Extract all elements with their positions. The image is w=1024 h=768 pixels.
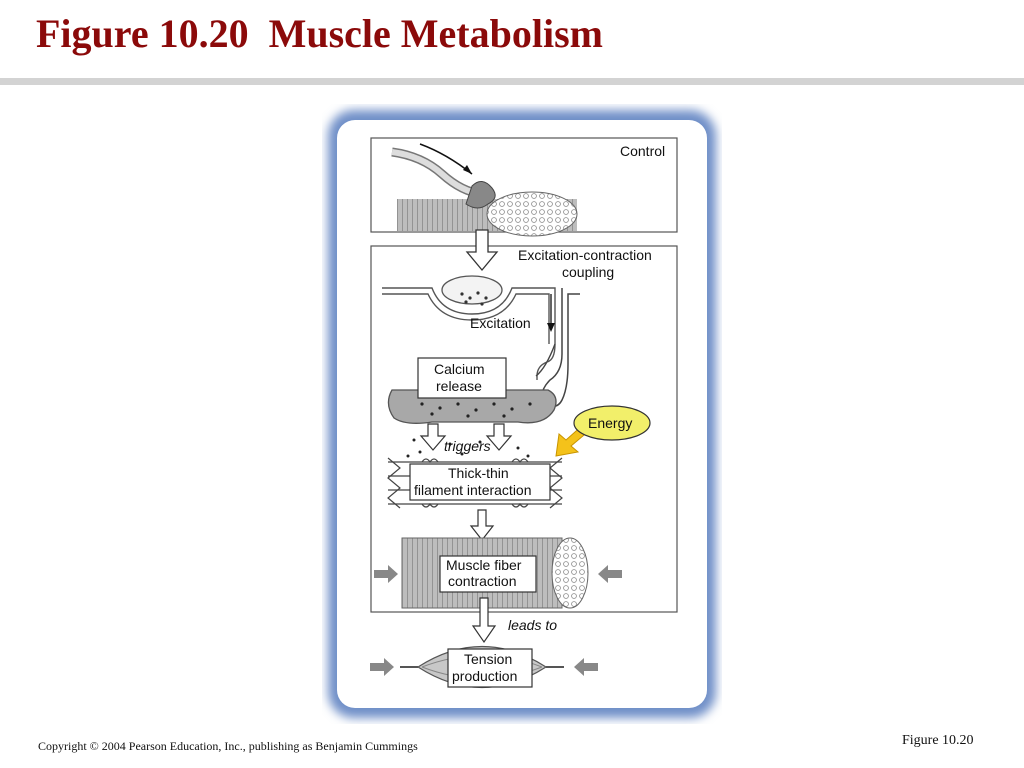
down-arrow-tension xyxy=(471,597,497,644)
thick-thin-label-line1: Thick-thin xyxy=(448,465,509,481)
thick-thin-box xyxy=(409,463,551,501)
tension-label-line1: Tension xyxy=(464,651,512,667)
ec-coupling-label-line2: coupling xyxy=(562,264,614,280)
calcium-release-arrows xyxy=(406,423,530,458)
tension-label-line2: production xyxy=(452,668,517,684)
leads-to-label: leads to xyxy=(508,617,557,633)
tension-production-box xyxy=(447,648,533,688)
copyright-notice: Copyright © 2004 Pearson Education, Inc.… xyxy=(38,739,418,753)
triggers-label: triggers xyxy=(444,438,491,454)
ec-coupling-label-line1: Excitation-contraction xyxy=(518,247,652,263)
nerve-fiber-illustration xyxy=(391,143,578,237)
fiber-label-line1: Muscle fiber xyxy=(446,557,522,573)
energy-bubble xyxy=(573,405,651,441)
calcium-release-box xyxy=(417,357,507,399)
down-arrow-control xyxy=(465,229,499,272)
excitation-label: Excitation xyxy=(470,315,531,331)
muscle-metabolism-diagram: Control Excitation-contraction coupling … xyxy=(328,110,716,718)
figure-label: Figure 10.20 xyxy=(902,733,974,748)
title-divider xyxy=(0,78,1024,85)
thick-thin-label-line2: filament interaction xyxy=(414,482,532,498)
slide-title: Figure 10.20 Muscle Metabolism xyxy=(36,11,603,56)
fiber-contraction-box xyxy=(439,555,537,593)
calcium-label-line1: Calcium xyxy=(434,361,485,377)
energy-label: Energy xyxy=(588,415,632,431)
calcium-label-line2: release xyxy=(436,378,482,394)
fiber-label-line2: contraction xyxy=(448,573,516,589)
control-label: Control xyxy=(620,143,665,159)
sarcolemma-t-tubule xyxy=(382,275,580,408)
down-arrow-fiber xyxy=(469,509,495,541)
